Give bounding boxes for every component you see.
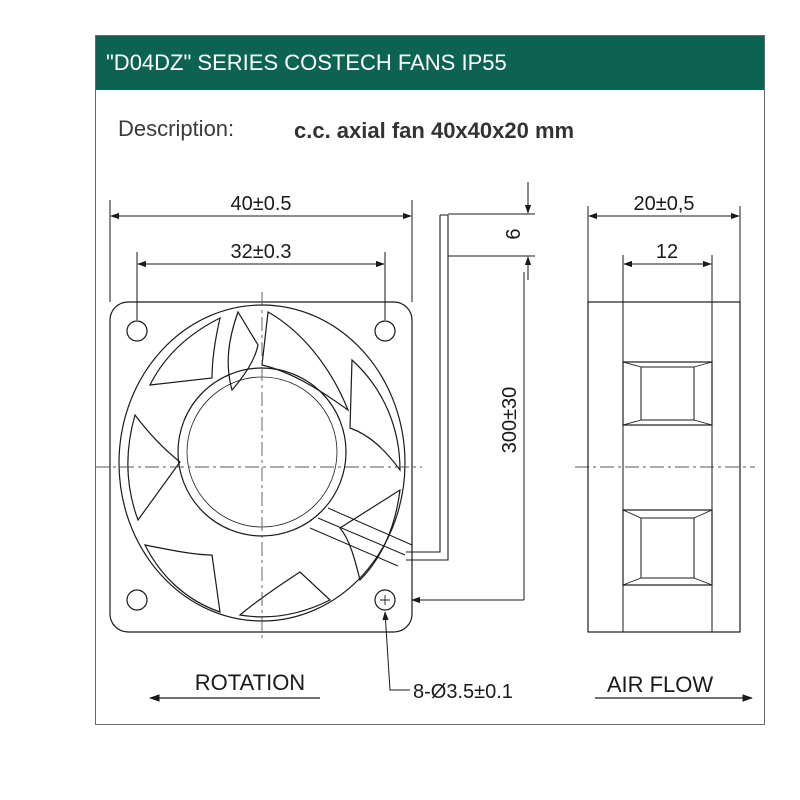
wire-exit-strut [309,507,413,567]
header-bar: "D04DZ" SERIES COSTECH FANS IP55 [96,36,764,90]
description-label: Description: [118,116,235,141]
fan-blades [127,310,401,618]
dim-wire-length-label: 300±30 [499,387,521,454]
mounting-hole-bottom-right [374,589,396,611]
dim-hole-spacing-label: 32±0.3 [230,241,291,263]
side-frame-outline [587,301,741,633]
side-lower-bay [622,509,713,586]
dim-depth-label: 20±0,5 [633,193,694,215]
side-dimension-lines [587,206,741,302]
mounting-hole-top-left [126,320,148,342]
dim-wire-offset-label: 6 [503,228,525,239]
dim-holes-label: 8-Ø3.5±0.1 [413,681,513,703]
header-title: "D04DZ" SERIES COSTECH FANS IP55 [106,50,507,75]
side-upper-bay [622,361,713,426]
dim-width-label: 40±0.5 [230,193,291,215]
side-view [587,301,741,633]
front-view [109,214,449,633]
lead-wires [406,215,449,561]
air-flow-label: AIR FLOW [607,672,714,697]
center-lines [95,292,755,640]
datasheet-panel: "D04DZ" SERIES COSTECH FANS IP55 Descrip… [95,35,765,725]
rotation-label: ROTATION [195,670,305,695]
dim-inner-depth-label: 12 [656,241,678,263]
fan-frame-outline [109,301,413,633]
mounting-hole-top-right [374,320,396,342]
mounting-hole-bottom-left [126,589,148,611]
description-value: c.c. axial fan 40x40x20 mm [294,118,575,143]
dimension-lines [109,182,535,691]
